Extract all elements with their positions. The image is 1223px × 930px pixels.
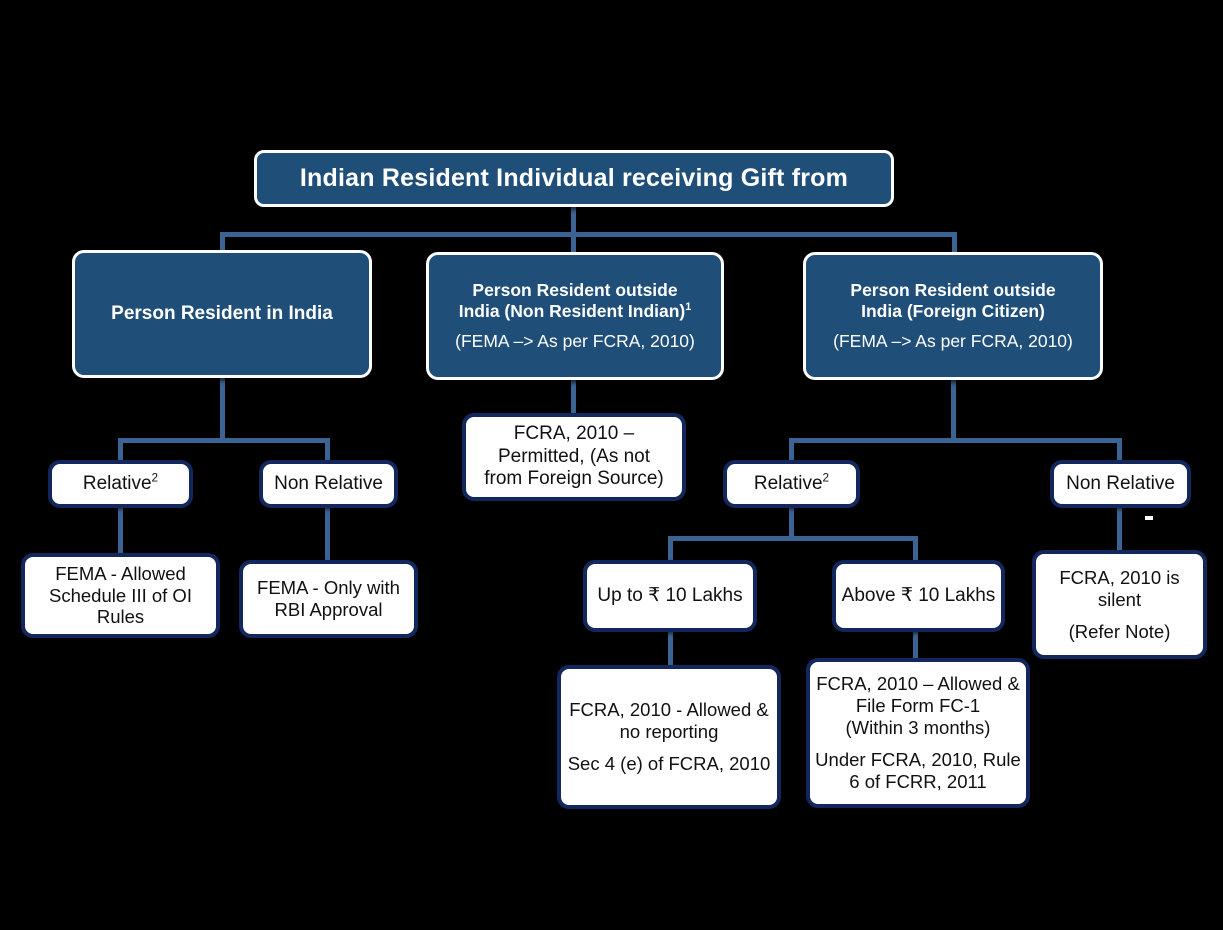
node-right-non-relative[interactable]: Non Relative [1050, 460, 1191, 508]
right-non-relative-label: Non Relative [1066, 472, 1175, 494]
fcra-no-reporting-line-3: Sec 4 (e) of FCRA, 2010 [567, 753, 771, 774]
right-relative-label: Relative2 [753, 471, 830, 495]
connector-left-bus [118, 438, 330, 443]
connector-right-to-relative [789, 438, 794, 462]
right-relative-superscript: 2 [822, 471, 830, 485]
fema-schedule-line-3: Rules [96, 606, 145, 628]
nri-line-2-text: India (Non Resident Indian) [458, 300, 686, 321]
connector-to-level1-left [220, 232, 225, 252]
right-relative-text: Relative [753, 472, 823, 494]
fcra-silent-line-2: silent [1097, 588, 1142, 610]
connector-upto-to-outcome [668, 630, 673, 668]
connector-right-down [951, 380, 956, 442]
left-relative-label: Relative2 [82, 471, 159, 495]
fcra-fc1-line-4: Under FCRA, 2010, Rule [815, 749, 1021, 770]
node-above-10-lakhs[interactable]: Above ₹ 10 Lakhs [832, 560, 1005, 632]
node-fcra-permitted[interactable]: FCRA, 2010 – Permitted, (As not from For… [462, 413, 686, 501]
fema-rbi-line-1: FEMA - Only with [257, 577, 400, 599]
fcra-no-reporting-line-1: FCRA, 2010 - Allowed & [569, 699, 769, 721]
nri-line-3: (FEMA –> As per FCRA, 2010) [455, 331, 695, 352]
connector-amount-bus [668, 536, 918, 541]
connector-to-level1-right [952, 232, 957, 252]
fcra-permitted-line-1: FCRA, 2010 – [513, 423, 635, 445]
node-left-non-relative[interactable]: Non Relative [259, 460, 398, 508]
node-fema-only-with-rbi-approval[interactable]: FEMA - Only with RBI Approval [239, 560, 418, 638]
left-relative-text: Relative [82, 472, 152, 494]
fcra-fc1-line-1: FCRA, 2010 – Allowed & [816, 673, 1020, 695]
connector-right-relative-down [789, 506, 794, 540]
connector-above-to-outcome [913, 630, 918, 662]
connector-middle-down [571, 380, 576, 416]
fcra-silent-line-3: (Refer Note) [1068, 620, 1171, 642]
connector-left-to-relative [118, 438, 123, 462]
connector-right-nonrelative-to-outcome [1117, 506, 1122, 552]
connector-root-down [571, 206, 576, 252]
connector-left-to-nonrelative [325, 438, 330, 462]
fcra-fc1-line-3: (Within 3 months) [845, 717, 991, 738]
nri-line-2: India (Non Resident Indian)1 [459, 301, 692, 322]
fcra-no-reporting-line-2: no reporting [619, 721, 719, 742]
fcra-fc1-line-5: 6 of FCRR, 2011 [849, 770, 987, 792]
up-to-10-lakhs-label: Up to ₹ 10 Lakhs [597, 584, 743, 606]
fema-schedule-line-2: Schedule III of OI [49, 584, 192, 606]
left-relative-superscript: 2 [151, 471, 159, 485]
stray-artifact-mark [1145, 516, 1153, 520]
node-root[interactable]: Indian Resident Individual receiving Gif… [254, 150, 894, 207]
node-person-resident-outside-india-foreign-citizen[interactable]: Person Resident outside India (Foreign C… [803, 252, 1103, 380]
fcra-permitted-line-3: from Foreign Source) [484, 468, 664, 490]
fema-schedule-line-1: FEMA - Allowed [55, 562, 186, 584]
foreign-citizen-line-1: Person Resident outside [850, 280, 1056, 301]
foreign-citizen-line-3: (FEMA –> As per FCRA, 2010) [833, 331, 1073, 352]
foreign-citizen-line-2: India (Foreign Citizen) [861, 300, 1045, 321]
node-left-relative[interactable]: Relative2 [48, 460, 193, 508]
connector-right-bus [789, 438, 1122, 443]
node-fema-allowed-schedule-iii[interactable]: FEMA - Allowed Schedule III of OI Rules [21, 553, 220, 638]
node-root-label: Indian Resident Individual receiving Gif… [299, 163, 849, 192]
node-person-resident-outside-india-nri[interactable]: Person Resident outside India (Non Resid… [426, 252, 724, 380]
node-fcra-allowed-no-reporting[interactable]: FCRA, 2010 - Allowed & no reporting Sec … [557, 665, 781, 809]
node-up-to-10-lakhs[interactable]: Up to ₹ 10 Lakhs [583, 560, 757, 632]
connector-to-upto [668, 536, 673, 562]
nri-line-1: Person Resident outside [472, 280, 678, 301]
above-10-lakhs-label: Above ₹ 10 Lakhs [841, 584, 996, 606]
node-person-resident-in-india-label: Person Resident in India [111, 302, 333, 324]
node-person-resident-in-india[interactable]: Person Resident in India [72, 250, 372, 378]
fcra-silent-line-1: FCRA, 2010 is [1059, 566, 1180, 588]
left-non-relative-label: Non Relative [274, 472, 383, 494]
node-fcra-silent-refer-note[interactable]: FCRA, 2010 is silent (Refer Note) [1032, 550, 1207, 659]
node-fcra-allowed-file-form-fc1[interactable]: FCRA, 2010 – Allowed & File Form FC-1 (W… [806, 658, 1030, 808]
connector-level1-bus [220, 232, 957, 237]
fema-rbi-line-2: RBI Approval [274, 599, 383, 620]
nri-superscript: 1 [685, 301, 692, 314]
fcra-fc1-line-2: File Form FC-1 [855, 695, 981, 717]
connector-relative-to-fema-schedule [118, 506, 123, 556]
connector-to-above [913, 536, 918, 562]
connector-left-down [220, 378, 225, 442]
connector-nonrelative-to-fema-rbi [325, 506, 330, 562]
node-right-relative[interactable]: Relative2 [723, 460, 860, 508]
connector-right-to-nonrelative [1117, 438, 1122, 462]
fcra-permitted-line-2: Permitted, (As not [497, 445, 651, 467]
